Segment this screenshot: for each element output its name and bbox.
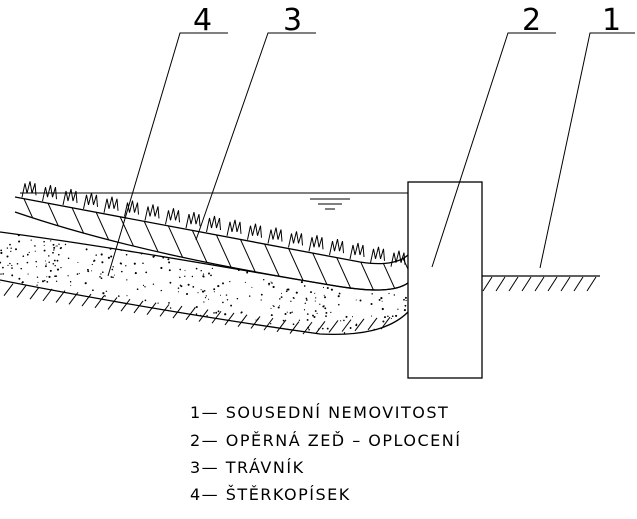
legend: 1— SOUSEDNÍ NEMOVITOST 2— OPĚRNÁ ZEĎ – O… — [190, 403, 461, 504]
leader-lines — [107, 32, 635, 277]
retaining-wall — [407, 181, 483, 379]
callout-1: 1 — [602, 3, 621, 38]
legend-item-4: 4— ŠTĚRKOPÍSEK — [190, 485, 351, 504]
topsoil-layer — [14, 196, 409, 291]
natural-ground-left — [0, 282, 391, 335]
water-level-symbol — [310, 198, 350, 210]
neighbouring-ground — [482, 275, 600, 292]
legend-item-2: 2— OPĚRNÁ ZEĎ – OPLOCENÍ — [190, 431, 461, 450]
lawn-grass — [21, 181, 406, 267]
callout-4: 4 — [193, 3, 212, 38]
callout-2: 2 — [522, 3, 541, 38]
callout-3: 3 — [283, 3, 302, 38]
legend-item-1: 1— SOUSEDNÍ NEMOVITOST — [190, 403, 449, 422]
legend-item-3: 3— TRÁVNÍK — [190, 458, 305, 477]
